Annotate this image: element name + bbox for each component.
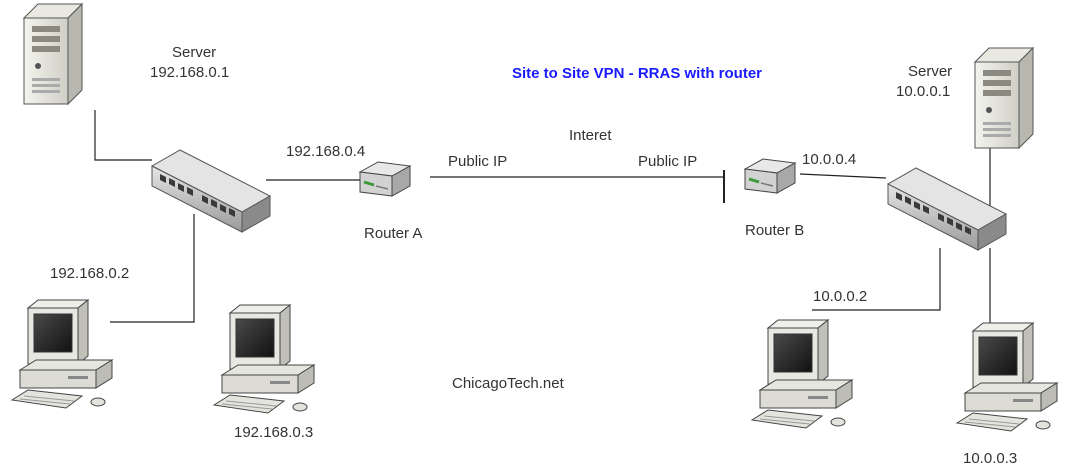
internet-label: Interet [569, 127, 612, 144]
router-a-device [358, 160, 412, 198]
left-client-computer-2 [213, 304, 315, 414]
right-server-label: Server [908, 63, 952, 80]
left-client2-ip: 192.168.0.3 [234, 424, 313, 441]
right-client-computer-1 [751, 319, 853, 429]
left-server-ip: 192.168.0.1 [150, 64, 229, 81]
router-a-ip: 192.168.0.4 [286, 143, 365, 160]
left-client1-ip: 192.168.0.2 [50, 265, 129, 282]
right-server-ip: 10.0.0.1 [896, 83, 950, 100]
left-public-ip-label: Public IP [448, 153, 507, 170]
left-server-tower [23, 3, 83, 105]
router-b-label: Router B [745, 222, 804, 239]
router-a-label: Router A [364, 225, 422, 242]
right-client-computer-2 [956, 322, 1058, 432]
right-client1-ip: 10.0.0.2 [813, 288, 867, 305]
left-client-computer-1 [11, 299, 113, 409]
right-server-tower [974, 47, 1034, 149]
right-public-ip-label: Public IP [638, 153, 697, 170]
left-switch [151, 149, 271, 233]
watermark-text: ChicagoTech.net [452, 375, 565, 392]
connection-lines [94, 110, 991, 336]
router-b-device [743, 157, 797, 195]
right-client2-ip: 10.0.0.3 [963, 450, 1017, 467]
right-switch [887, 167, 1007, 251]
router-b-ip: 10.0.0.4 [802, 151, 856, 168]
diagram-title: Site to Site VPN - RRAS with router [512, 65, 762, 82]
left-server-label: Server [172, 44, 216, 61]
